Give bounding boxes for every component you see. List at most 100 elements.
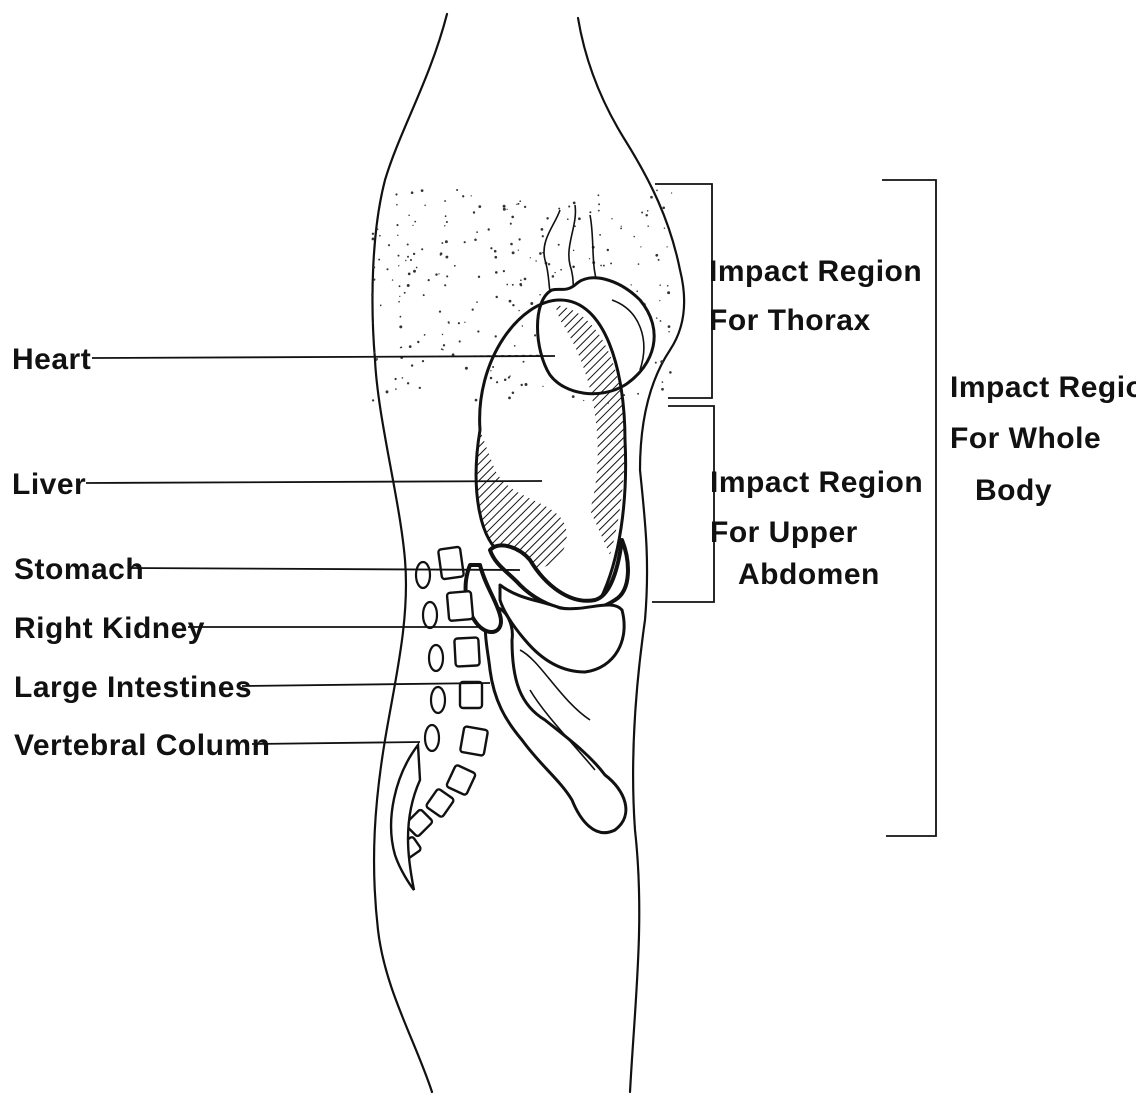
stipple-dot bbox=[638, 263, 640, 265]
stipple-dot bbox=[399, 296, 400, 297]
stipple-dot bbox=[583, 400, 584, 401]
stipple-dot bbox=[410, 259, 412, 261]
stipple-dot bbox=[445, 256, 448, 259]
stipple-dot bbox=[442, 334, 443, 335]
stipple-dot bbox=[464, 322, 465, 323]
stipple-dot bbox=[662, 206, 665, 209]
stipple-dot bbox=[400, 316, 402, 318]
vertebra bbox=[460, 682, 482, 708]
vertebra bbox=[460, 726, 488, 756]
stipple-dot bbox=[394, 378, 396, 380]
stipple-dot bbox=[516, 204, 517, 205]
stipple-dot bbox=[512, 304, 514, 306]
stipple-dot bbox=[530, 257, 531, 258]
stipple-dot bbox=[405, 260, 406, 261]
stipple-dot bbox=[372, 399, 374, 401]
stipple-dot bbox=[568, 205, 570, 207]
stipple-dot bbox=[603, 265, 605, 267]
stipple-dot bbox=[398, 265, 399, 266]
stipple-dot bbox=[490, 247, 492, 249]
stipple-dot bbox=[661, 388, 664, 391]
stipple-dot bbox=[607, 249, 609, 251]
stipple-dot bbox=[372, 323, 373, 324]
stipple-dot bbox=[413, 270, 416, 273]
stipple-dot bbox=[518, 249, 519, 250]
stipple-dot bbox=[574, 225, 576, 227]
upper-abdomen-region-label-line3: Abdomen bbox=[738, 558, 880, 591]
stipple-dot bbox=[471, 195, 472, 196]
stipple-dot bbox=[408, 215, 410, 217]
stipple-dot bbox=[386, 268, 388, 270]
stipple-dot bbox=[454, 265, 456, 267]
stipple-dot bbox=[423, 294, 425, 296]
stipple-dot bbox=[509, 375, 510, 376]
stipple-dot bbox=[411, 191, 414, 194]
stipple-dot bbox=[542, 386, 543, 387]
thorax-region-label-line1: Impact Region bbox=[709, 255, 922, 288]
stipple-dot bbox=[640, 246, 641, 247]
right-kidney-label: Right Kidney bbox=[14, 612, 205, 645]
stipple-dot bbox=[512, 251, 515, 254]
stipple-dot bbox=[621, 226, 622, 227]
whole-body-region-label-line2: For Whole bbox=[950, 422, 1101, 455]
stipple-dot bbox=[398, 301, 400, 303]
stipple-dot bbox=[573, 202, 576, 205]
stipple-dot bbox=[656, 317, 657, 318]
stipple-dot bbox=[512, 284, 514, 286]
stipple-dot bbox=[465, 367, 468, 370]
stipple-dot bbox=[378, 259, 380, 261]
spinous-process bbox=[416, 562, 430, 588]
vertebral-column-label: Vertebral Column bbox=[14, 729, 270, 762]
stipple-dot bbox=[407, 382, 409, 384]
vertebra bbox=[446, 764, 476, 795]
stipple-dot bbox=[424, 204, 426, 206]
stipple-dot bbox=[398, 255, 400, 257]
vertebra bbox=[454, 637, 479, 666]
stipple-dot bbox=[445, 215, 447, 217]
stipple-dot bbox=[446, 221, 448, 223]
stipple-dot bbox=[407, 284, 410, 287]
stipple-dot bbox=[409, 345, 412, 348]
stipple-dot bbox=[476, 231, 478, 233]
stipple-dot bbox=[647, 225, 649, 227]
stipple-dot bbox=[667, 285, 669, 287]
stipple-dot bbox=[503, 205, 506, 208]
stipple-dot bbox=[376, 360, 377, 361]
whole-body-region-label-line1: Impact Region bbox=[950, 371, 1136, 404]
stipple-dot bbox=[492, 366, 494, 368]
stipple-dot bbox=[495, 296, 497, 298]
stipple-dot bbox=[578, 217, 581, 220]
stipple-dot bbox=[671, 192, 672, 193]
stipple-dot bbox=[428, 279, 430, 281]
stipple-dot bbox=[478, 276, 480, 278]
stipple-dot bbox=[666, 246, 667, 247]
stipple-dot bbox=[404, 292, 406, 294]
large-intestines-label: Large Intestines bbox=[14, 671, 252, 704]
stipple-dot bbox=[392, 279, 393, 280]
stipple-dot bbox=[509, 300, 512, 303]
large-intestine-organ bbox=[485, 585, 625, 833]
stipple-dot bbox=[419, 387, 421, 389]
stipple-dot bbox=[554, 272, 555, 273]
stipple-dot bbox=[407, 256, 409, 258]
stipple-dot bbox=[395, 193, 397, 195]
stipple-dot bbox=[435, 273, 437, 275]
stipple-dot bbox=[546, 217, 548, 219]
stipple-dot bbox=[413, 253, 415, 255]
stipple-dot bbox=[508, 397, 511, 400]
stipple-dot bbox=[371, 294, 373, 296]
stipple-dot bbox=[518, 310, 519, 311]
stipple-dot bbox=[655, 254, 658, 257]
spinous-process bbox=[423, 602, 437, 628]
stipple-dot bbox=[510, 243, 513, 246]
stipple-dot bbox=[520, 284, 522, 286]
stipple-dot bbox=[668, 331, 669, 332]
stipple-dot bbox=[441, 348, 443, 350]
stipple-dot bbox=[572, 395, 575, 398]
stipple-dot bbox=[520, 384, 522, 386]
stipple-dot bbox=[669, 371, 672, 374]
stipple-dot bbox=[402, 377, 404, 379]
stipple-dot bbox=[444, 200, 446, 202]
stipple-dot bbox=[448, 322, 449, 323]
stipple-dot bbox=[662, 381, 664, 383]
